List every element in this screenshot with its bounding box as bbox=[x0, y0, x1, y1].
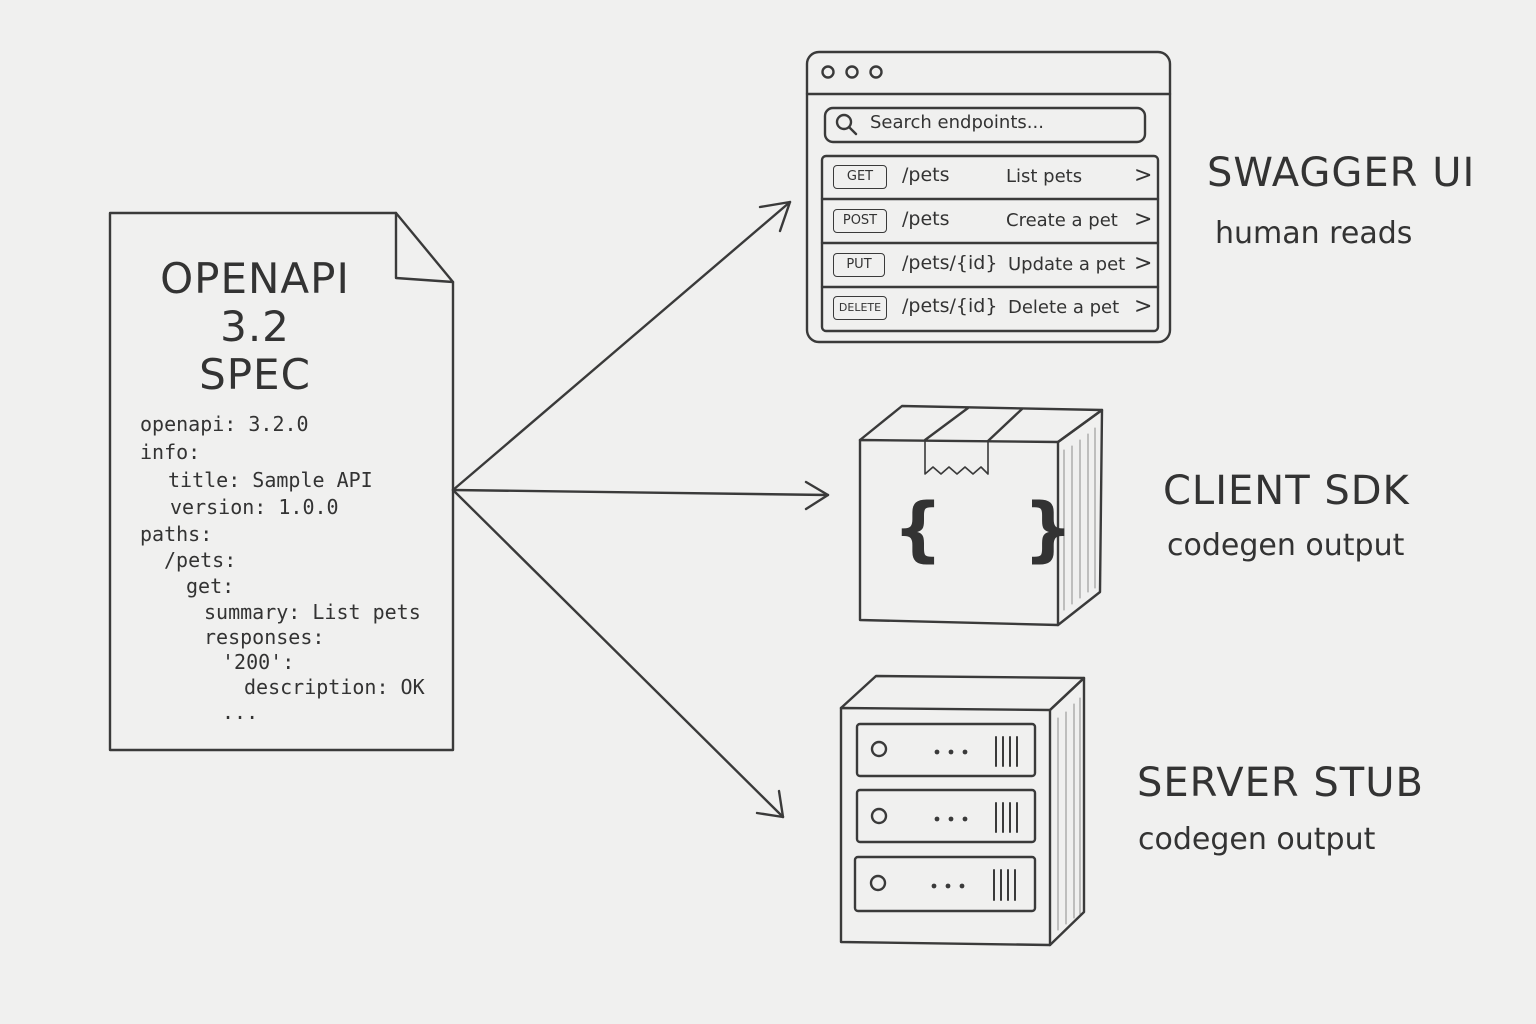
swagger-ui-sublabel: human reads bbox=[1215, 216, 1413, 251]
yaml-line: description: OK bbox=[244, 675, 425, 699]
server-stub-sublabel: codegen output bbox=[1138, 822, 1376, 857]
yaml-line: title: Sample API bbox=[168, 468, 373, 492]
server-stub-label: SERVER STUB bbox=[1137, 760, 1424, 806]
endpoint-path[interactable]: /pets bbox=[902, 208, 950, 230]
chevron-right-icon[interactable]: > bbox=[1134, 163, 1153, 188]
search-input[interactable]: Search endpoints... bbox=[870, 112, 1044, 133]
arrow-to-client-sdk bbox=[451, 480, 830, 511]
chevron-right-icon[interactable]: > bbox=[1134, 251, 1153, 276]
yaml-line: openapi: 3.2.0 bbox=[140, 412, 309, 436]
yaml-line: summary: List pets bbox=[204, 600, 421, 624]
server-dots bbox=[931, 749, 968, 889]
method-badge-get: GET bbox=[833, 165, 887, 189]
yaml-line: paths: bbox=[140, 522, 213, 546]
arrow-to-swagger-ui bbox=[451, 200, 792, 492]
yaml-line: version: 1.0.0 bbox=[170, 495, 339, 519]
endpoint-path[interactable]: /pets/{id} bbox=[902, 252, 998, 274]
yaml-line: ... bbox=[222, 700, 259, 724]
spec-title-line-3: SPEC bbox=[199, 350, 311, 399]
endpoint-summary: List pets bbox=[1006, 166, 1083, 187]
method-badge-delete: DELETE bbox=[833, 296, 887, 320]
spec-title-line-1: OPENAPI bbox=[160, 254, 350, 303]
package-side-hatching bbox=[1063, 427, 1096, 611]
yaml-line: get: bbox=[186, 574, 235, 598]
package-box bbox=[858, 404, 1104, 627]
server-side-hatching bbox=[1057, 697, 1081, 931]
search-box-outline bbox=[823, 106, 1147, 144]
method-badge-post: POST bbox=[833, 209, 887, 233]
yaml-line: /pets: bbox=[164, 548, 237, 572]
yaml-line: responses: bbox=[204, 625, 325, 649]
client-sdk-sublabel: codegen output bbox=[1167, 528, 1405, 563]
endpoint-summary: Delete a pet bbox=[1008, 297, 1120, 318]
endpoint-list-outline bbox=[820, 154, 1160, 333]
swagger-window-frame bbox=[805, 50, 1172, 344]
chevron-right-icon[interactable]: > bbox=[1134, 207, 1153, 232]
client-sdk-label: CLIENT SDK bbox=[1163, 468, 1410, 514]
chevron-right-icon[interactable]: > bbox=[1134, 294, 1153, 319]
endpoint-summary: Update a pet bbox=[1008, 254, 1126, 275]
endpoint-summary: Create a pet bbox=[1006, 210, 1118, 231]
endpoint-path[interactable]: /pets bbox=[902, 164, 950, 186]
yaml-line: '200': bbox=[222, 650, 295, 674]
endpoint-path[interactable]: /pets/{id} bbox=[902, 295, 998, 317]
spec-document-outline bbox=[108, 211, 455, 752]
method-badge-put: PUT bbox=[833, 253, 885, 277]
curly-braces-icon: { } bbox=[893, 488, 1102, 570]
swagger-ui-label: SWAGGER UI bbox=[1207, 150, 1476, 196]
arrow-to-server-stub bbox=[451, 488, 785, 819]
spec-title-line-2: 3.2 bbox=[220, 302, 290, 351]
server-rack bbox=[839, 674, 1086, 947]
yaml-line: info: bbox=[140, 440, 201, 464]
